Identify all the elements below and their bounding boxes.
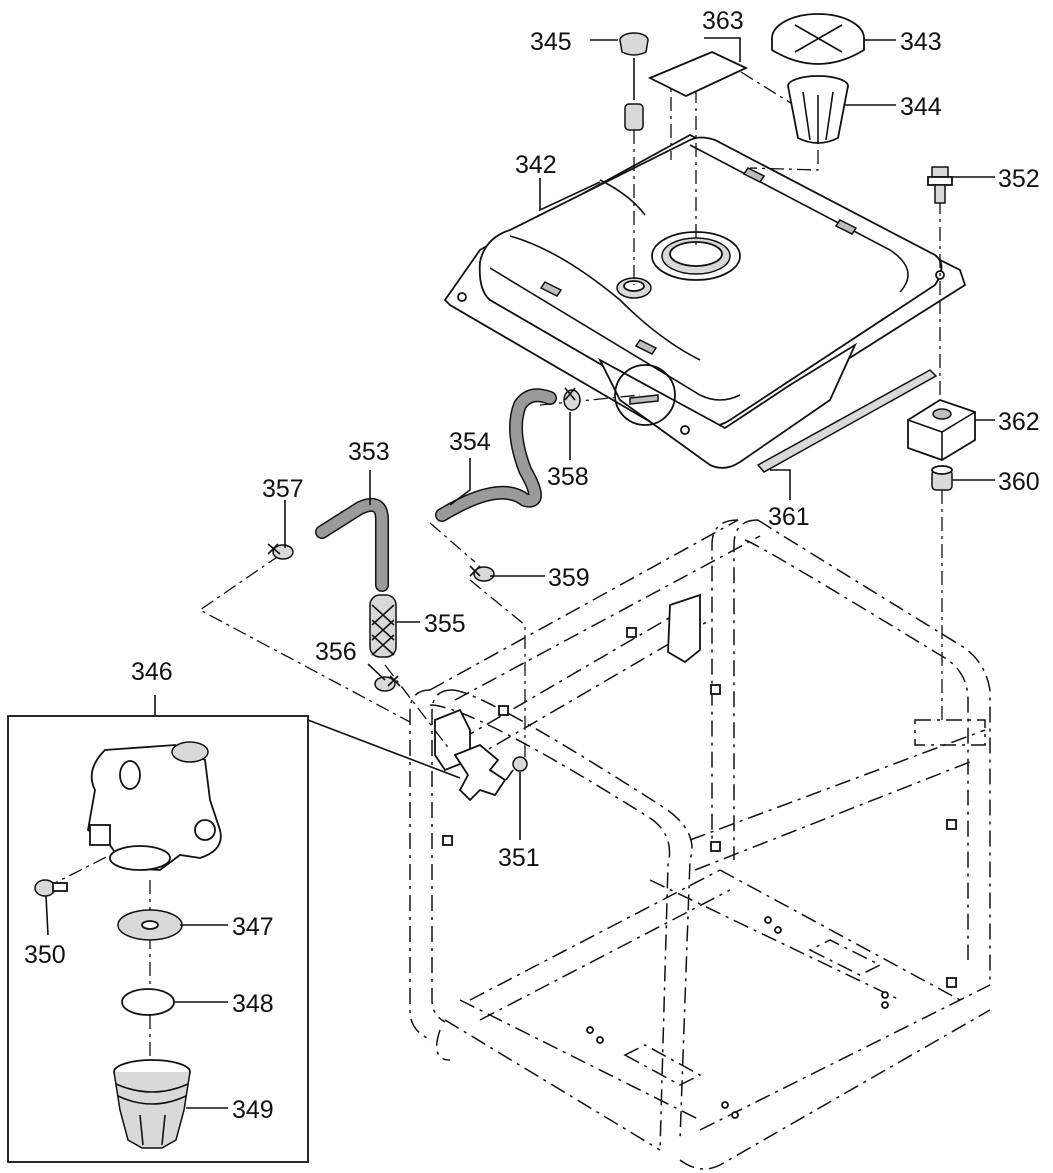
hose-clamp-356 xyxy=(374,675,401,692)
callout-348: 348 xyxy=(232,990,274,1018)
callout-361: 361 xyxy=(768,503,810,531)
callout-labels: 345 363 343 344 342 352 362 360 361 353 … xyxy=(24,7,1040,1124)
callout-356: 356 xyxy=(315,638,357,666)
callout-355: 355 xyxy=(424,610,466,638)
assembly-centerlines xyxy=(54,62,943,1070)
hose-clamp-357 xyxy=(267,543,294,560)
callout-345: 345 xyxy=(530,28,572,56)
caution-label xyxy=(647,51,749,97)
mounting-bolt xyxy=(927,166,953,204)
rubber-strip xyxy=(756,369,938,473)
collar xyxy=(931,465,953,491)
callout-347: 347 xyxy=(232,913,274,941)
callout-350: 350 xyxy=(24,941,66,969)
fuel-cock-inset xyxy=(7,695,461,1163)
callout-342: 342 xyxy=(515,151,557,179)
callout-354: 354 xyxy=(449,428,491,456)
callout-346: 346 xyxy=(131,658,173,686)
callout-344: 344 xyxy=(900,93,942,121)
rubber-mount xyxy=(907,399,976,461)
fuel-hose-354 xyxy=(435,388,557,522)
callout-349: 349 xyxy=(232,1096,274,1124)
fuel-tank xyxy=(443,133,967,469)
tube-frame xyxy=(409,519,991,1170)
callout-357: 357 xyxy=(262,475,304,503)
hose-clamp-359 xyxy=(469,565,495,582)
callout-leaders xyxy=(45,37,995,1109)
fuel-cock-mounted xyxy=(453,743,507,802)
callout-352: 352 xyxy=(998,165,1040,193)
callout-343: 343 xyxy=(900,28,942,56)
inline-fuel-filter xyxy=(369,594,397,658)
callout-362: 362 xyxy=(998,408,1040,436)
callout-351: 351 xyxy=(498,844,540,872)
fuel-gauge xyxy=(619,32,649,131)
callout-359: 359 xyxy=(548,564,590,592)
callout-353: 353 xyxy=(348,438,390,466)
fuel-strainer xyxy=(787,75,849,144)
fuel-cap xyxy=(771,13,865,65)
screw-351 xyxy=(505,756,528,781)
callout-363: 363 xyxy=(702,7,744,35)
callout-360: 360 xyxy=(998,468,1040,496)
callout-358: 358 xyxy=(547,463,589,491)
hose-clamp-358 xyxy=(563,387,581,411)
fuel-hose-353 xyxy=(315,498,389,592)
